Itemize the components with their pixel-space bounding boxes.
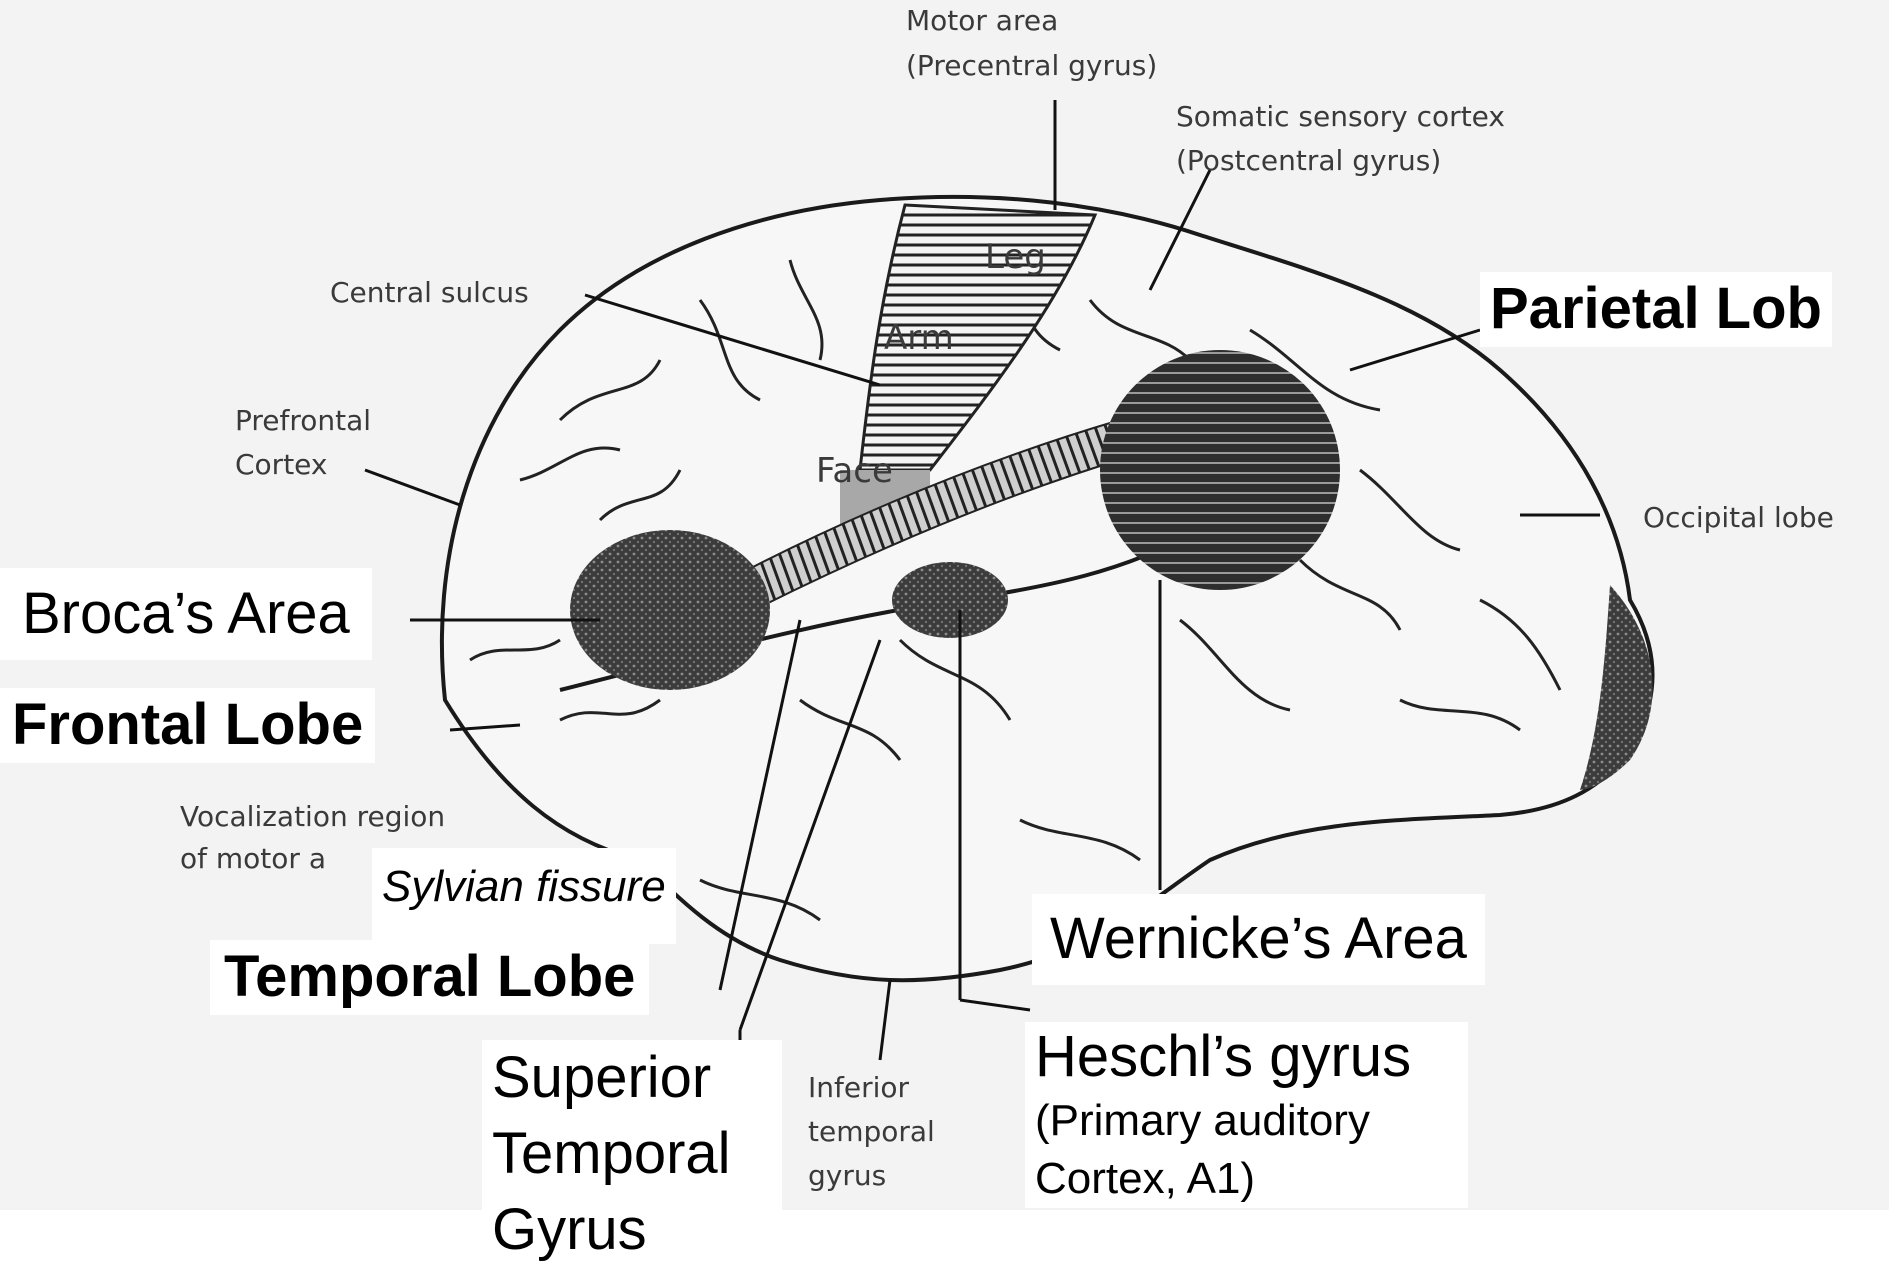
prefrontal-label-1: Prefrontal	[235, 404, 371, 437]
vocalization-label-2: of motor a	[180, 842, 326, 875]
superior-temporal-gyrus-label: Superior Temporal Gyrus	[482, 1040, 782, 1268]
inferior-temporal-label-2: temporal	[808, 1115, 935, 1148]
precentral-label: (Precentral gyrus)	[906, 49, 1157, 82]
vocalization-label-1: Vocalization region	[180, 800, 445, 833]
frontal-lobe-label: Frontal Lobe	[0, 688, 375, 763]
heschl-region	[892, 562, 1008, 638]
stg-label-1: Superior	[492, 1040, 772, 1116]
inferior-temporal-label-3: gyrus	[808, 1159, 886, 1192]
prefrontal-label-2: Cortex	[235, 448, 327, 481]
wernicke-area-label: Wernicke’s Area	[1032, 894, 1485, 985]
temporal-lobe-label: Temporal Lobe	[210, 940, 649, 1015]
broca-area-region	[570, 530, 770, 690]
occipital-label: Occipital lobe	[1643, 501, 1834, 534]
heschl-gyrus-label: Heschl’s gyrus	[1035, 1022, 1458, 1092]
heschl-label-box: Heschl’s gyrus (Primary auditory Cortex,…	[1025, 1022, 1468, 1208]
postcentral-label: (Postcentral gyrus)	[1176, 144, 1441, 177]
inferior-temporal-label-1: Inferior	[808, 1071, 910, 1104]
face-label: Face	[816, 451, 893, 491]
wernicke-area-region	[1100, 350, 1340, 590]
parietal-lobe-label: Parietal Lob	[1480, 272, 1832, 347]
broca-area-label: Broca’s Area	[0, 568, 372, 660]
heschl-sub-label-1: (Primary auditory	[1035, 1092, 1458, 1150]
motor-area-label: Motor area	[906, 4, 1058, 37]
stg-label-3: Gyrus	[492, 1192, 772, 1268]
arm-label: Arm	[884, 318, 954, 358]
stg-label-2: Temporal	[492, 1116, 772, 1192]
heschl-sub-label-2: Cortex, A1)	[1035, 1150, 1458, 1208]
somatic-label: Somatic sensory cortex	[1176, 100, 1505, 133]
central-sulcus-label: Central sulcus	[330, 276, 529, 309]
leg-label: Leg	[985, 237, 1046, 277]
sylvian-fissure-label: Sylvian fissure	[372, 848, 676, 944]
